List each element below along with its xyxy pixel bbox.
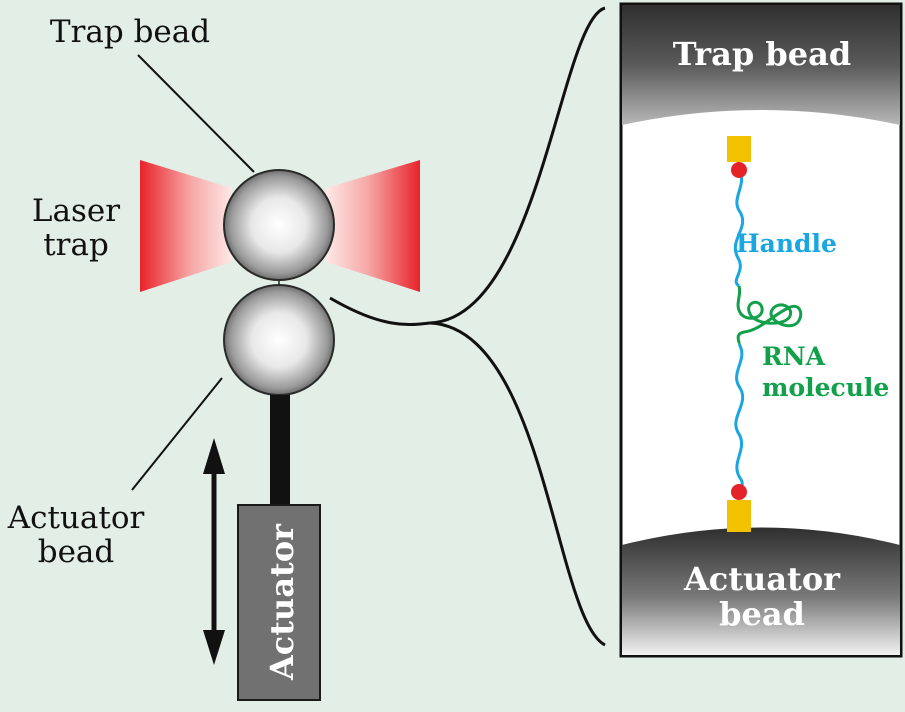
trap-bead-label: Trap bead <box>50 14 210 50</box>
rna-label-line2: molecule <box>762 373 889 402</box>
trap-bead-leader <box>137 54 255 173</box>
actuator-bead-leader <box>131 377 223 491</box>
rna-label-line1: RNA <box>762 342 826 371</box>
motion-arrow-down-head <box>203 630 225 665</box>
zoom-actuator-bead-label-line2: bead <box>719 595 805 633</box>
zoom-actuator-bead-cap <box>622 527 900 655</box>
zoom-panel: Trap bead Actuator bead Handle RNA molec… <box>619 2 903 658</box>
top-attachment-dot <box>731 162 747 178</box>
trap-bead-sphere <box>223 169 335 281</box>
handle-label: Handle <box>736 229 837 258</box>
laser-beam-right <box>326 160 420 292</box>
zoom-trap-bead-label: Trap bead <box>673 35 851 73</box>
actuator-bead-label-line1: Actuator <box>7 500 145 536</box>
handle-lower <box>734 343 745 493</box>
actuator-label: Actuator <box>263 523 301 681</box>
actuator-bead-sphere <box>223 284 335 396</box>
laser-beam-left <box>140 160 232 292</box>
actuator-bead-label-line2: bead <box>38 534 115 570</box>
actuator-rod <box>270 395 290 505</box>
top-anchor <box>727 136 751 162</box>
handle-upper <box>733 169 745 288</box>
zoom-actuator-bead-label-line1: Actuator <box>683 560 841 598</box>
laser-trap-label-line1: Laser <box>32 193 120 229</box>
zoom-connector-top <box>329 6 606 326</box>
rna-molecule-strand <box>736 285 803 345</box>
bottom-anchor <box>727 500 751 532</box>
actuator-box <box>237 504 321 701</box>
bottom-attachment-dot <box>731 484 747 500</box>
zoom-connector-bottom <box>429 321 606 647</box>
laser-trap-label-line2: trap <box>43 227 109 263</box>
motion-arrow-up-head <box>203 438 225 474</box>
zoom-trap-bead-cap <box>622 5 900 125</box>
